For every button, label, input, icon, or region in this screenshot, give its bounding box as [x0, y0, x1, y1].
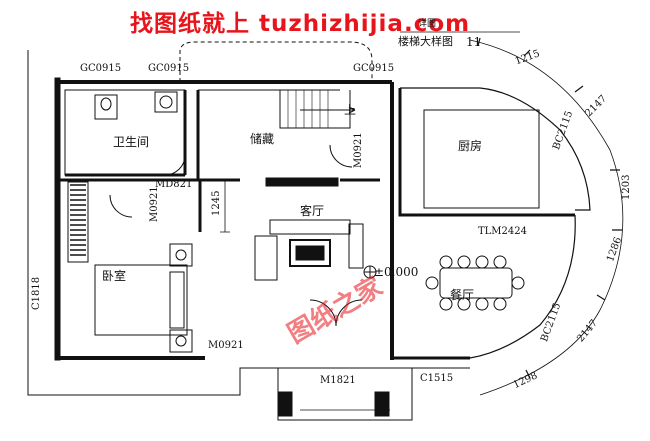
stair-outline — [279, 90, 351, 129]
title-small: 详图 — [418, 19, 437, 29]
dim-arc — [469, 39, 624, 396]
storage-door-swing — [329, 144, 353, 168]
watermark: 找图纸就上 tuzhizhijia.com — [130, 11, 471, 37]
nightstand-bottom — [169, 329, 193, 353]
west-wall — [54, 77, 61, 361]
bed-door-swing — [109, 194, 133, 218]
window-gc0915-1: GC0915 — [80, 63, 122, 74]
window-c1818: C1818 — [31, 276, 42, 310]
sofa-top — [269, 219, 351, 235]
door-m0921-bottom: M0921 — [208, 340, 244, 351]
stair-treads — [287, 90, 329, 128]
outer-wall-left — [27, 50, 278, 396]
sofa-right — [348, 223, 364, 269]
room-kitchen: 厨房 — [458, 139, 483, 153]
door-m1821: M1821 — [320, 375, 356, 386]
room-bedroom: 卧室 — [102, 269, 127, 283]
stair-up-label: 上 — [344, 103, 357, 117]
main-door-swing — [309, 299, 363, 327]
bed — [94, 264, 188, 336]
roof-outline — [179, 41, 373, 82]
wardrobe — [67, 181, 89, 263]
dim-1203: 1203 — [621, 174, 632, 200]
toilet — [94, 94, 118, 120]
room-living: 客厅 — [300, 204, 325, 218]
stair-detail-number: 11 — [466, 35, 482, 49]
room-storage: 储藏 — [250, 132, 275, 146]
nightstand-top — [169, 243, 193, 267]
bathroom-walls — [64, 89, 186, 176]
door-m0921-storage: M0921 — [353, 132, 364, 168]
window-c1515: C1515 — [420, 373, 454, 384]
fireplace — [265, 177, 339, 187]
door-m0921-bath: M0921 — [149, 186, 160, 222]
window-gc0915-2: GC0915 — [148, 63, 190, 74]
elevation-label: ±0.000 — [374, 265, 419, 279]
coffee-table — [289, 239, 331, 267]
window-gc0915-3: GC0915 — [353, 63, 395, 74]
door-md821: MD821 — [155, 179, 193, 190]
door-tlm2424: TLM2424 — [478, 226, 527, 237]
dim-1245: 1245 — [211, 190, 222, 216]
stair-detail-title: 楼梯大样图 — [398, 35, 453, 48]
room-dining: 餐厅 — [450, 288, 475, 302]
bath-door-swing — [164, 154, 186, 176]
room-bathroom: 卫生间 — [113, 135, 150, 149]
sofa-left — [254, 235, 278, 281]
kitchen-counter — [423, 109, 540, 209]
basin — [154, 91, 178, 113]
